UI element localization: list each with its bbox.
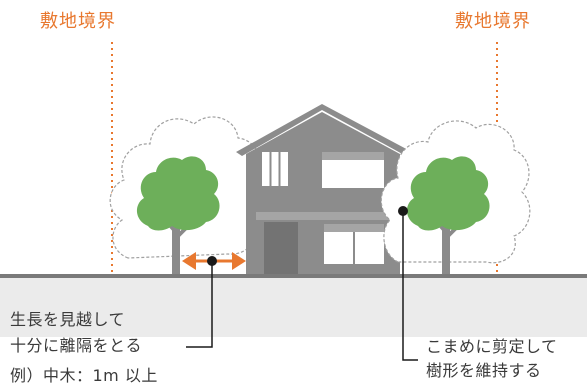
boundary-label-right: 敷地境界 [455,11,531,32]
left-tree-trunk [172,222,180,274]
house-floor-band [256,212,392,220]
ground [0,277,587,337]
right-tree-canopy [406,156,490,231]
boundary-label-left: 敷地境界 [40,11,116,32]
right-note-line1: こまめに剪定して [426,337,558,356]
house-door [264,222,298,274]
right-note-line2: 樹形を維持する [426,361,542,380]
right-tree-trunk [442,222,450,274]
example-note: 例）中木：1m 以上 [10,366,158,385]
left-note-line1: 生長を見越して [10,310,126,329]
left-note-line2: 十分に離隔をとる [10,336,143,355]
left-tree-canopy [136,156,220,231]
leader-dot-right [398,206,418,361]
ground-line [0,274,587,278]
leader-dot-icon [186,256,217,348]
